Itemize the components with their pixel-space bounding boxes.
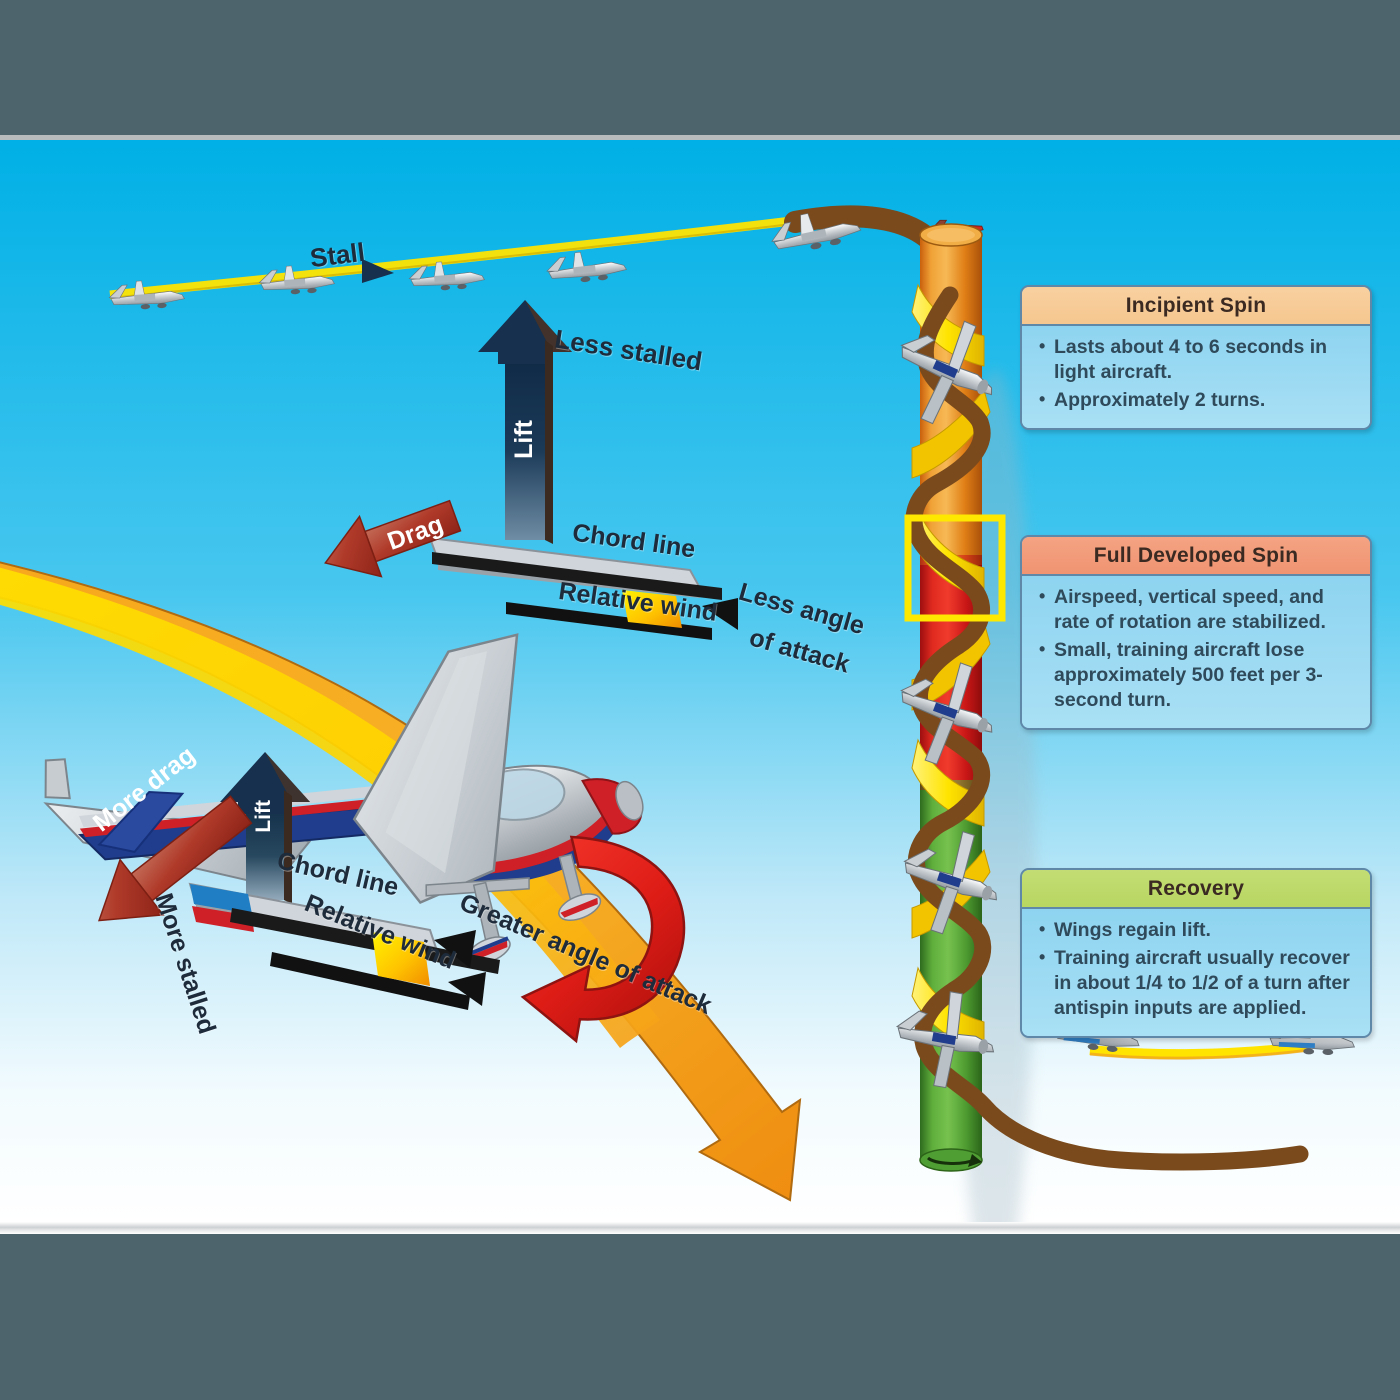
aoa-wedge-lower xyxy=(372,932,430,986)
more-drag-arrow xyxy=(97,795,253,922)
callout-full-bullet-2: Small, training aircraft lose approximat… xyxy=(1039,637,1356,713)
trail-aircraft-stall-point xyxy=(771,213,862,250)
drag-arrow-upper xyxy=(324,499,462,578)
callout-recovery: Recovery Wings regain lift. Training air… xyxy=(1020,868,1372,1038)
callout-incipient-body: Lasts about 4 to 6 seconds in light airc… xyxy=(1022,326,1370,428)
relative-wind-lower-bar xyxy=(270,952,470,1010)
callout-recovery-header: Recovery xyxy=(1022,870,1370,909)
lift-arrow-lower xyxy=(220,752,310,904)
callout-full-bullet-1: Airspeed, vertical speed, and rate of ro… xyxy=(1039,584,1356,635)
spin-aircraft-incipient xyxy=(900,320,993,425)
frame-bottom-edge xyxy=(0,1222,1400,1234)
trail-aircraft xyxy=(408,261,485,291)
callout-full-developed-spin: Full Developed Spin Airspeed, vertical s… xyxy=(1020,535,1372,730)
callout-full-body: Airspeed, vertical speed, and rate of ro… xyxy=(1022,576,1370,728)
chord-line-lower-bar xyxy=(230,908,500,974)
lower-wing-tip-blue xyxy=(190,884,252,914)
upper-wing-group xyxy=(428,300,738,640)
aoa-arrow-lower-upper xyxy=(434,930,476,968)
callout-incipient-bullet-2: Approximately 2 turns. xyxy=(1039,387,1356,413)
trail-aircraft xyxy=(546,251,627,283)
label-lift-upper: Lift xyxy=(510,420,538,459)
full-spin-highlight-box xyxy=(904,514,1006,622)
column-bottom-cap xyxy=(919,1148,983,1172)
label-lift-lower: Lift xyxy=(252,800,275,833)
callout-incipient-bullet-1: Lasts about 4 to 6 seconds in light airc… xyxy=(1039,334,1356,385)
trail-aircraft xyxy=(108,280,185,310)
rotation-arrow xyxy=(520,835,686,1044)
aoa-arrow-upper xyxy=(702,598,738,630)
lift-arrow-upper xyxy=(478,300,572,544)
spin-aircraft-recovery-start xyxy=(895,991,995,1089)
stall-arrow-icon xyxy=(362,259,394,283)
callout-incipient-spin: Incipient Spin Lasts about 4 to 6 second… xyxy=(1020,285,1372,430)
lower-wing-tip-red xyxy=(192,906,254,932)
chord-line-upper-bar xyxy=(432,552,722,600)
spin-column xyxy=(895,223,1309,1222)
label-stall: Stall xyxy=(308,236,367,274)
callout-incipient-header: Incipient Spin xyxy=(1022,287,1370,326)
relative-wind-upper-bar xyxy=(506,602,712,640)
callout-full-header: Full Developed Spin xyxy=(1022,537,1370,576)
aircraft-horizontal-stabilizer xyxy=(97,791,185,853)
callout-recovery-body: Wings regain lift. Training aircraft usu… xyxy=(1022,909,1370,1036)
trail-aircraft xyxy=(258,265,335,295)
callout-recovery-bullet-1: Wings regain lift. xyxy=(1039,917,1356,943)
aoa-arrow-lower-lower xyxy=(448,972,486,1006)
frame-top-bar xyxy=(0,0,1400,140)
frame-top-edge xyxy=(0,135,1400,140)
lower-wing-group xyxy=(188,752,500,1010)
spin-aircraft-lower xyxy=(903,830,997,935)
frame-bottom-bar xyxy=(0,1232,1400,1400)
aoa-wedge-upper xyxy=(622,590,682,628)
callout-recovery-bullet-2: Training aircraft usually recover in abo… xyxy=(1039,945,1356,1021)
spin-aircraft-full-developed xyxy=(900,662,993,765)
